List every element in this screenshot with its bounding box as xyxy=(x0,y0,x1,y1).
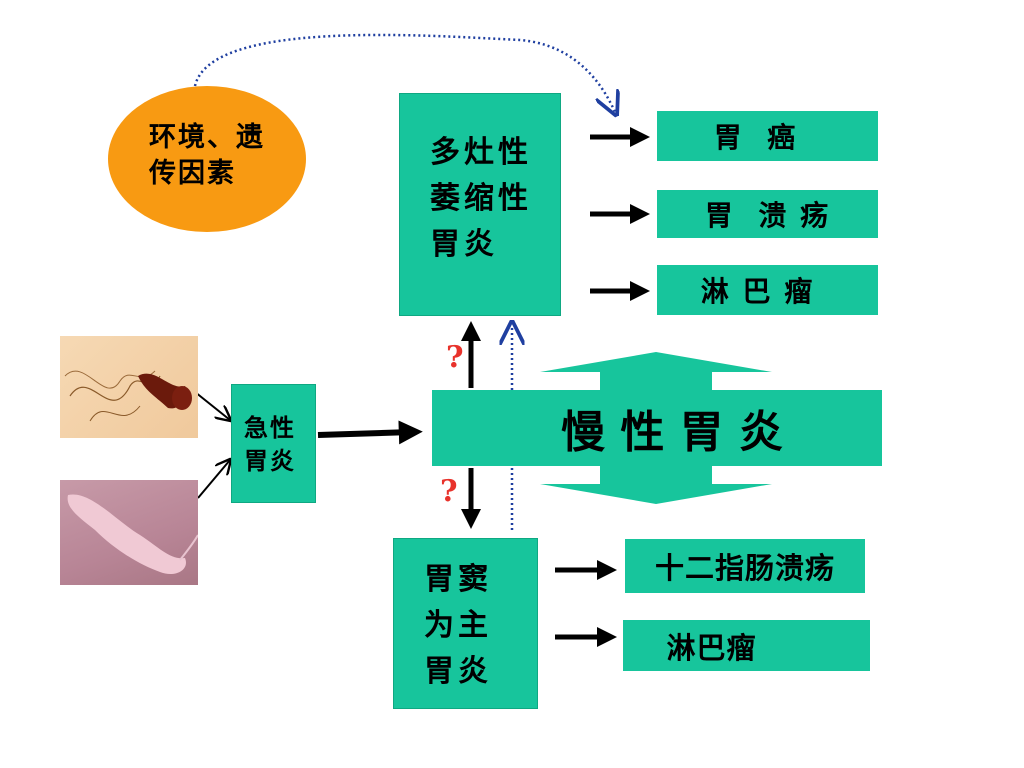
outcome-gastric-ulcer-label: 胃 溃 疡 xyxy=(704,199,831,232)
outcome-gastric-cancer-label: 胃 癌 xyxy=(713,121,798,154)
antral-gastritis-box: 胃窦 为主 胃炎 xyxy=(393,538,538,709)
bacteria-photo-top xyxy=(60,336,198,438)
outcome-lymphoma-bottom-label: 淋巴瘤 xyxy=(666,630,757,665)
acute-gastritis-box: 急性 胃炎 xyxy=(231,384,316,503)
bacteria-bottom-arrow xyxy=(197,460,230,499)
outcome-lymphoma-top: 淋 巴 瘤 xyxy=(657,265,878,315)
outcome-lymphoma-top-label: 淋 巴 瘤 xyxy=(700,275,815,308)
factors-ellipse: 环境、遗 传因素 xyxy=(108,86,306,232)
outcome-gastric-cancer: 胃 癌 xyxy=(657,111,878,161)
bacteria-top-arrow xyxy=(194,391,230,420)
factors-label: 环境、遗 传因素 xyxy=(149,122,265,189)
outcome-duodenal-ulcer: 十二指肠溃疡 xyxy=(625,539,865,593)
bacteria-photo-bottom xyxy=(60,480,198,585)
question-mark-up: ? xyxy=(446,340,464,375)
outcome-lymphoma-bottom: 淋巴瘤 xyxy=(623,620,870,671)
outcome-gastric-ulcer: 胃 溃 疡 xyxy=(657,190,878,238)
atrophic-gastritis-label: 多灶性 萎缩性 胃炎 xyxy=(430,135,532,262)
antral-gastritis-label: 胃窦 为主 胃炎 xyxy=(424,562,492,689)
atrophic-gastritis-box: 多灶性 萎缩性 胃炎 xyxy=(399,93,561,316)
chronic-gastritis-label: 慢 性 胃 炎 xyxy=(561,407,783,458)
chronic-double-arrow-shape xyxy=(432,352,882,504)
outcome-duodenal-ulcer-label: 十二指肠溃疡 xyxy=(654,551,835,585)
question-mark-down: ? xyxy=(440,474,458,509)
factors-to-cancer-dotted-arrow xyxy=(193,33,615,112)
acute-gastritis-label: 急性 胃炎 xyxy=(244,413,296,475)
acute-to-chronic-arrow xyxy=(317,420,423,445)
